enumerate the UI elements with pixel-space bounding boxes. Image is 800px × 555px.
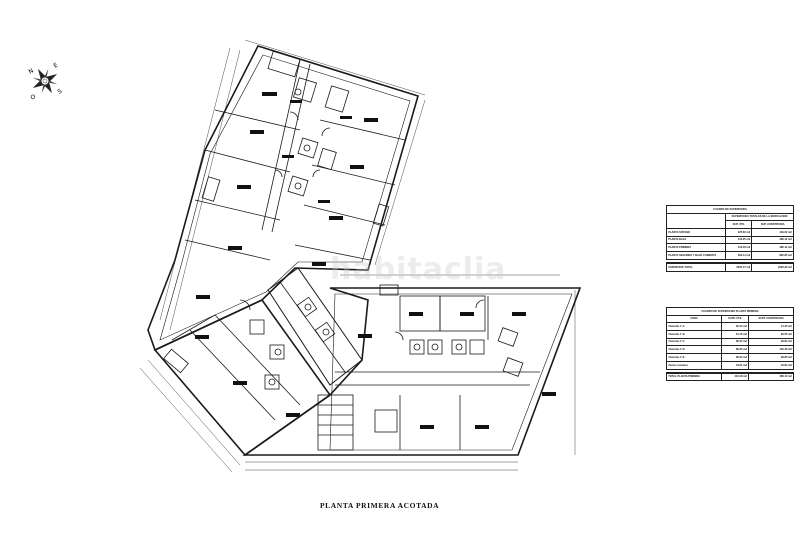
southwest-wing bbox=[139, 298, 332, 473]
southeast-block bbox=[242, 274, 582, 471]
svg-text:S: S bbox=[57, 88, 64, 96]
table-row: Vivienda 1ª-B 61.15 m2 69.55 m2 bbox=[665, 330, 794, 339]
drawing-title: PLANTA PRIMERA ACOTADA bbox=[320, 501, 440, 510]
watermark: habitaclia bbox=[330, 252, 507, 287]
column-header: SUP. CONSTRUIDA bbox=[751, 220, 794, 230]
column-header: ZONA bbox=[665, 314, 723, 324]
table-row: Zonas comunes 34.61 m2 43.84 m2 bbox=[665, 360, 794, 370]
north-wing bbox=[147, 39, 426, 352]
floor-surface-table: CUADRO DE SUPERFICIES PLANTA PRIMERA ZON… bbox=[665, 307, 794, 382]
table-row: Vivienda 1ª-A 62.43 m2 74.45 m2 bbox=[665, 322, 794, 332]
column-header: SUPF. CONSTRUIDA bbox=[748, 314, 794, 324]
svg-text:E: E bbox=[53, 62, 60, 70]
table-row: PLANTA PRIMERA 416.18 m2 486.12 m2 bbox=[666, 243, 794, 253]
svg-text:O: O bbox=[30, 93, 38, 102]
column-header: SUP. ÚTIL bbox=[724, 220, 753, 230]
table-total-row: SUPERFICIE TOTAL 2050.17 m2 2336.30 m2 bbox=[666, 261, 794, 272]
table-row: Vivienda 1ª-C 86.42 m2 99.84 m2 bbox=[665, 337, 794, 347]
table-row: PLANTA SEGUNDA Y BAJO CUBIERTA 592.14 m2… bbox=[666, 251, 794, 260]
compass-rose-icon: N E S O bbox=[28, 62, 64, 102]
table-row: Vivienda 1ª-E 86.22 m2 98.85 m2 bbox=[665, 353, 794, 362]
table-title: CUADRO DE SUPERFICIES bbox=[666, 205, 794, 214]
table-total-row: TOTAL PLANTA PRIMERA 416.18 m2 486.12 m2 bbox=[665, 371, 794, 382]
table-title: CUADRO DE SUPERFICIES PLANTA PRIMERA bbox=[666, 307, 794, 316]
table-row: PLANTA SÓTANO 225.60 m2 449.22 m2 bbox=[666, 228, 794, 237]
group-header: SUPERFICIES TOTALES DE LA EDIFICACION bbox=[725, 212, 794, 222]
compass-n: N bbox=[28, 67, 35, 75]
table-row: PLANTA BAJA 416.25 m2 486.12 m2 bbox=[666, 235, 794, 245]
column-header: SUPF. ÚTIL bbox=[721, 314, 750, 324]
table-row: Vivienda 1ª-D 86.35 m2 100.46 m2 bbox=[665, 345, 794, 355]
surface-summary-table: CUADRO DE SUPERFICIES SUPERFICIES TOTALE… bbox=[666, 205, 794, 272]
